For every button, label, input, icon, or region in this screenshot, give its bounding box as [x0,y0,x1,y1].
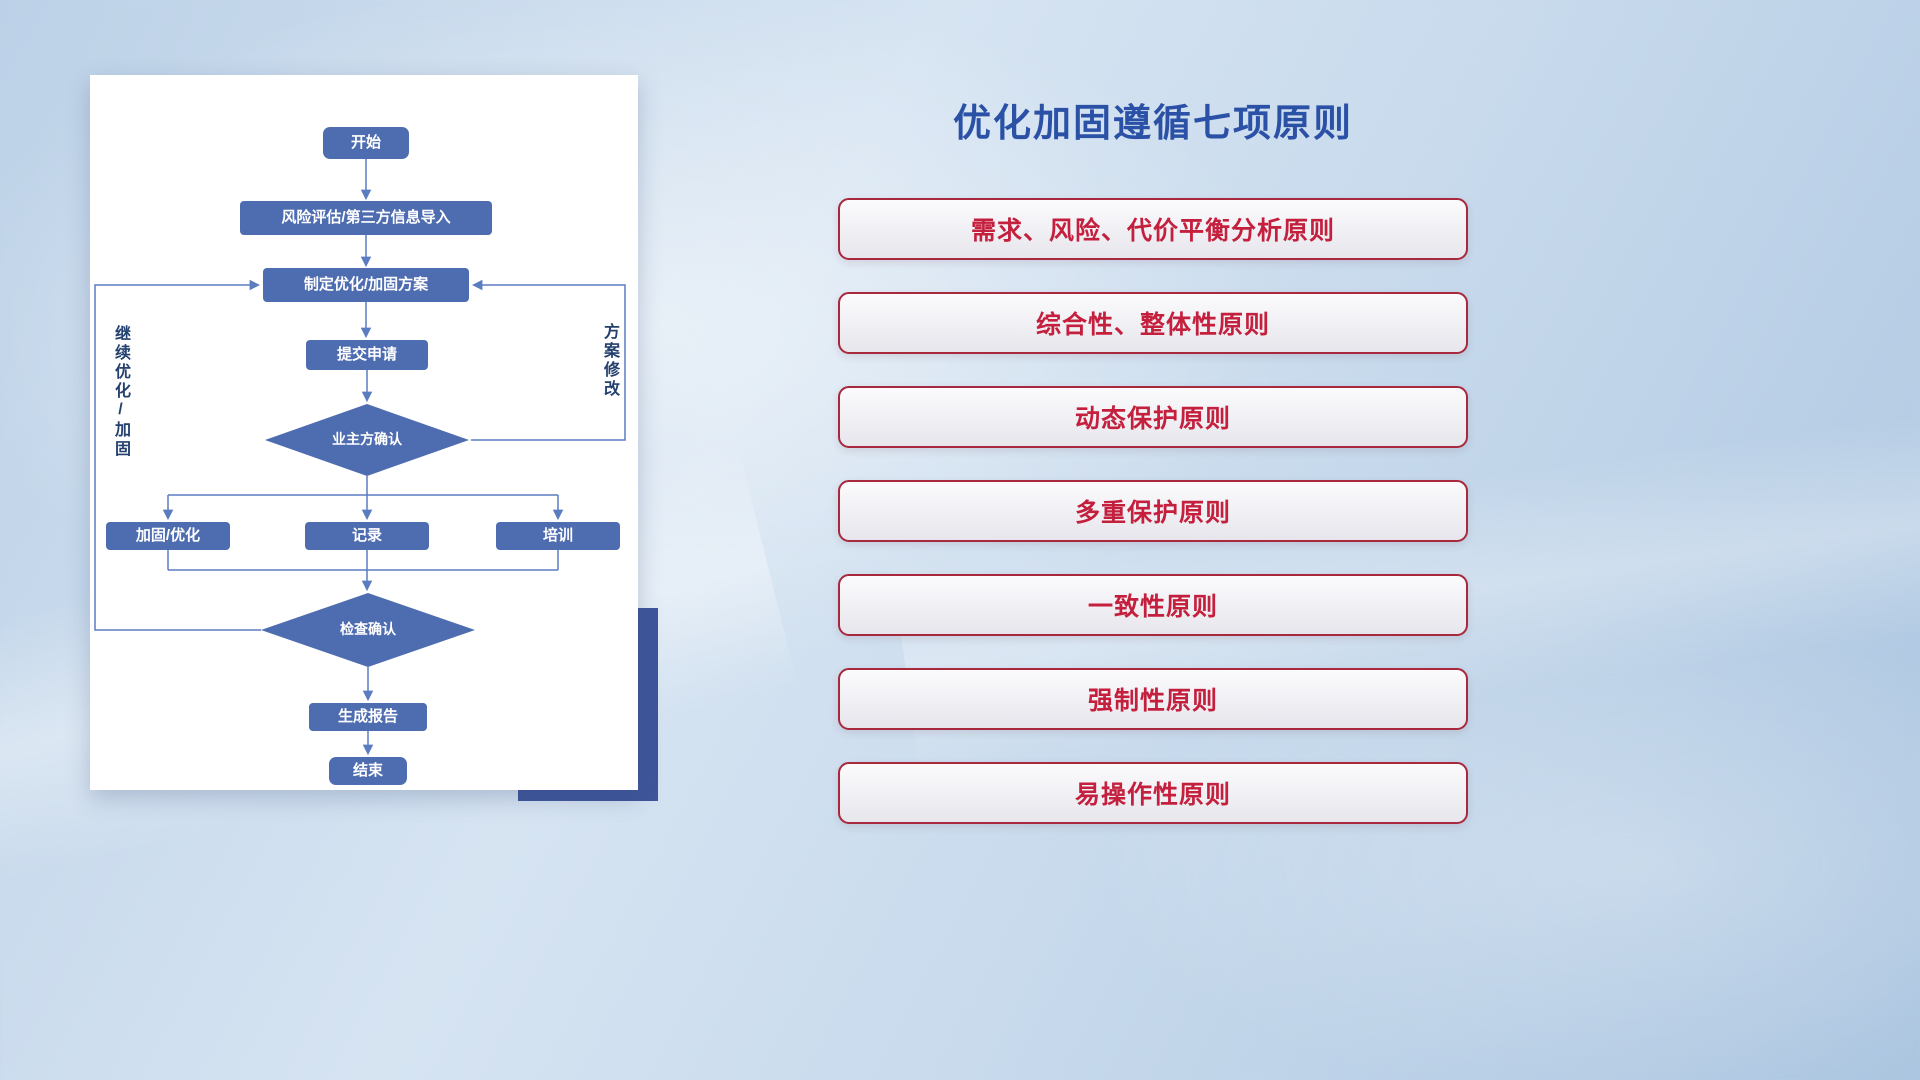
flow-node-label: 检查确认 [340,621,396,638]
flow-node-label: 生成报告 [337,707,398,725]
flow-node-label: 记录 [351,526,382,544]
principle-item: 动态保护原则 [838,386,1468,448]
flow-node-label: 业主方确认 [332,431,402,448]
flow-node-label: 提交申请 [336,345,397,363]
principle-label: 动态保护原则 [1074,405,1231,433]
flow-node-make-plan: 制定优化/加固方案 [263,268,469,302]
principle-item: 强制性原则 [838,668,1468,730]
flow-node-harden-optimize: 加固/优化 [106,522,230,550]
principle-label: 多重保护原则 [1074,499,1231,527]
loop-label-plan-revision: 方案修改 [601,323,618,399]
flow-node-risk-import: 风险评估/第三方信息导入 [240,201,492,235]
principle-item: 易操作性原则 [838,762,1468,824]
flow-node-label: 培训 [542,526,573,544]
principle-item: 综合性、整体性原则 [838,292,1468,354]
flowchart-connectors [94,159,626,756]
principle-item: 一致性原则 [838,574,1468,636]
principle-label: 需求、风险、代价平衡分析原则 [970,217,1335,245]
page-title: 优化加固遵循七项原则 [952,103,1353,145]
flow-node-label: 结束 [352,761,383,779]
flowchart-card: 开始 风险评估/第三方信息导入 制定优化/加固方案 提交申请 业主方确认 加固/… [90,75,638,790]
flow-node-training: 培训 [496,522,620,550]
flow-node-label: 风险评估/第三方信息导入 [281,208,451,226]
principle-label: 综合性、整体性原则 [1035,311,1270,339]
principles-list: 需求、风险、代价平衡分析原则 综合性、整体性原则 动态保护原则 多重保护原则 一… [838,198,1468,824]
principle-item: 多重保护原则 [838,480,1468,542]
flow-node-label: 开始 [350,133,381,151]
principle-label: 强制性原则 [1087,687,1218,715]
flow-node-record: 记录 [305,522,429,550]
principle-label: 易操作性原则 [1074,781,1231,809]
flow-node-generate-report: 生成报告 [309,703,427,731]
flow-node-label: 加固/优化 [135,526,201,544]
flow-node-start: 开始 [323,127,409,159]
flow-node-end: 结束 [329,757,407,785]
flow-node-submit-request: 提交申请 [306,340,428,370]
principle-item: 需求、风险、代价平衡分析原则 [838,198,1468,260]
principle-label: 一致性原则 [1087,593,1218,621]
loop-label-continue-optimize: 继续优化/加固 [112,325,129,459]
flow-node-label: 制定优化/加固方案 [303,275,429,293]
